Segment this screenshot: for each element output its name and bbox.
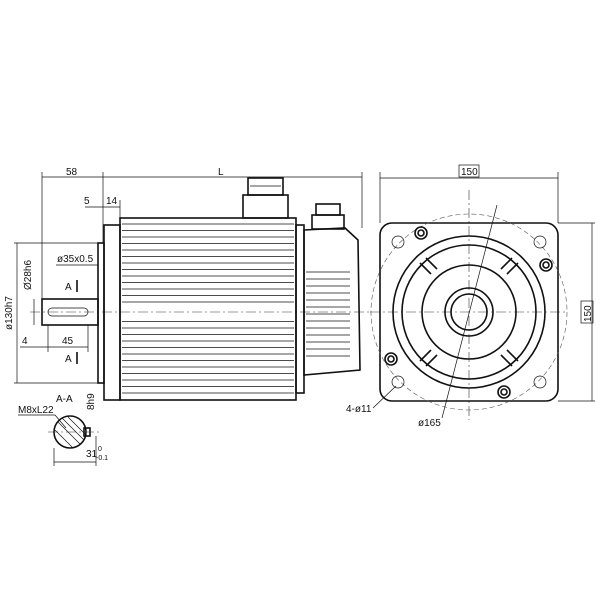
section-mark-top: A	[65, 282, 72, 293]
encoder-connector	[311, 214, 345, 230]
thread-label: M8xL22	[18, 405, 54, 416]
dim-width: 150	[461, 167, 478, 178]
front-ring	[103, 224, 121, 401]
dim-5: 5	[84, 196, 90, 207]
key-height: 31	[86, 449, 98, 460]
holes-label: 4-ø11	[346, 404, 372, 415]
dim-height: 150	[583, 305, 594, 322]
flange-plate	[97, 242, 105, 384]
section-title: A-A	[56, 394, 73, 405]
dim-L: L	[218, 167, 224, 178]
connector-box	[303, 227, 361, 376]
dim-shaft-dia: Ø28h6	[23, 260, 34, 290]
keyway	[47, 307, 89, 317]
key-width: 8h9	[86, 393, 97, 410]
section-mark-bottom: A	[65, 354, 72, 365]
bolt-circle	[370, 213, 568, 411]
dim-45: 45	[62, 336, 74, 347]
motor-body	[119, 217, 297, 401]
side-view: 58 L 5 14 ø35x0.5 ø130h7 Ø28h6 4 45 A A	[4, 167, 370, 401]
tol-upper: 0	[98, 446, 102, 453]
dim-4: 4	[22, 336, 28, 347]
tol-lower: -0.1	[96, 455, 108, 462]
flange-square	[379, 222, 559, 402]
power-connector	[242, 194, 289, 219]
dim-14: 14	[106, 196, 118, 207]
dim-pilot-dia: ø130h7	[4, 296, 15, 330]
dim-spigot-dia: ø35x0.5	[57, 254, 94, 265]
section-a-a: A-A M8xL22 8h9 31 0 -0.1	[18, 393, 108, 466]
bolt-circle-label: ø165	[418, 418, 441, 429]
rear-plate	[295, 224, 305, 394]
dim-58: 58	[66, 167, 78, 178]
front-view: 150 150 4-ø11 ø165	[346, 164, 595, 429]
shaft	[41, 298, 99, 326]
